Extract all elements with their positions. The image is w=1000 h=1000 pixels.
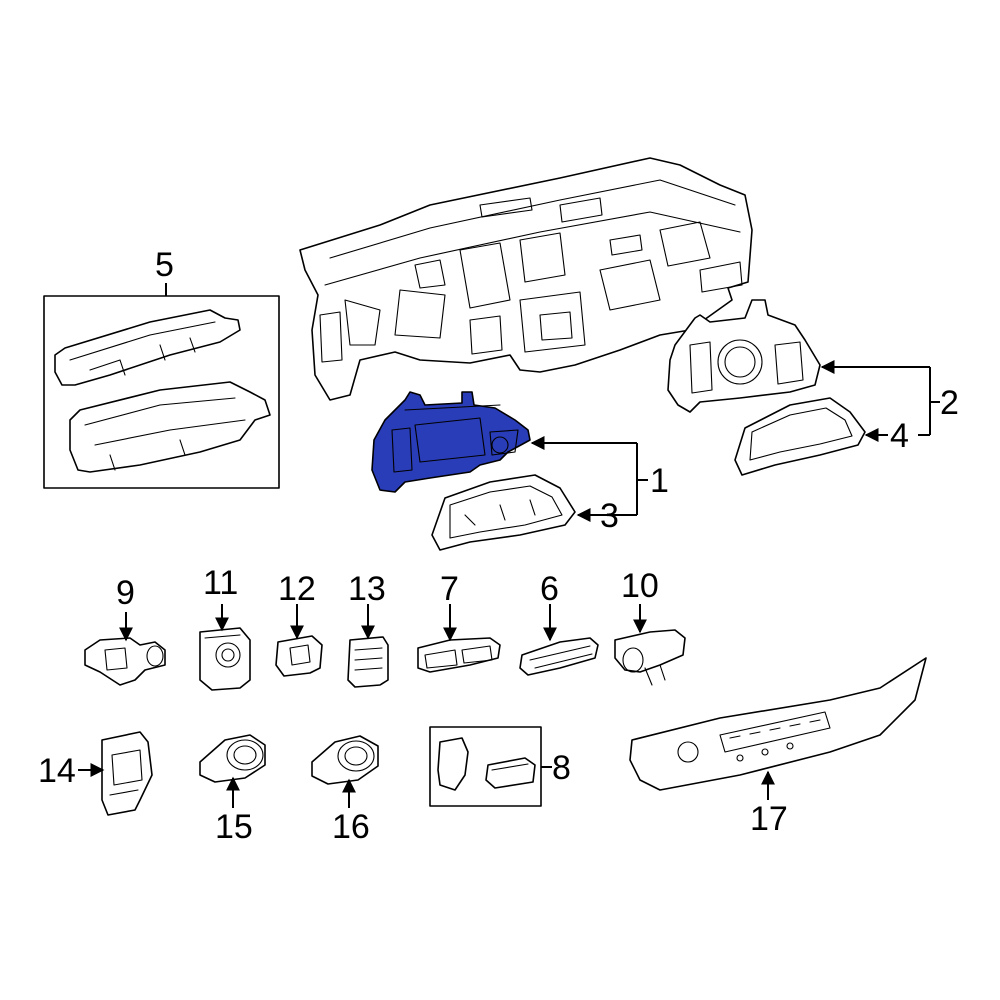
callout-14: 14 <box>38 752 76 790</box>
callout-10: 10 <box>621 567 659 605</box>
switch-14[interactable] <box>101 731 153 816</box>
cluster-lens-3[interactable] <box>431 474 576 551</box>
callout-17: 17 <box>750 800 788 838</box>
callout-12: 12 <box>278 570 316 608</box>
callout-6: 6 <box>540 570 559 608</box>
callout-15: 15 <box>215 808 253 846</box>
center-panel-17[interactable] <box>629 657 927 791</box>
callout-11: 11 <box>203 564 238 602</box>
switch-6[interactable] <box>519 637 599 676</box>
callout-8: 8 <box>552 749 571 787</box>
callout-16: 16 <box>332 808 370 846</box>
callout-3: 3 <box>600 497 619 535</box>
instrument-panel-outline <box>299 157 753 401</box>
part-8-box <box>429 726 542 807</box>
callout-labels: 1 2 3 4 5 6 7 8 9 10 11 12 13 14 15 16 1… <box>38 246 959 846</box>
callout-13: 13 <box>348 570 386 608</box>
switch-15[interactable] <box>199 734 266 783</box>
cluster-lens-4[interactable] <box>734 397 866 476</box>
switch-9[interactable] <box>84 637 166 686</box>
switch-10[interactable] <box>614 629 686 686</box>
part-5-box <box>43 295 280 489</box>
switch-7[interactable] <box>417 637 501 673</box>
callout-5: 5 <box>155 246 174 284</box>
switch-11[interactable] <box>199 627 251 691</box>
callout-7: 7 <box>440 570 459 608</box>
callout-9: 9 <box>116 574 135 612</box>
switch-16[interactable] <box>311 735 379 785</box>
cluster-assembly-2[interactable] <box>667 299 821 413</box>
leader-lines <box>78 283 940 808</box>
instrument-cluster-highlighted[interactable] <box>371 391 531 493</box>
callout-1: 1 <box>650 462 669 500</box>
callout-2: 2 <box>940 384 959 422</box>
callout-4: 4 <box>890 417 909 455</box>
switch-12[interactable] <box>275 635 323 677</box>
switch-13[interactable] <box>347 636 389 688</box>
